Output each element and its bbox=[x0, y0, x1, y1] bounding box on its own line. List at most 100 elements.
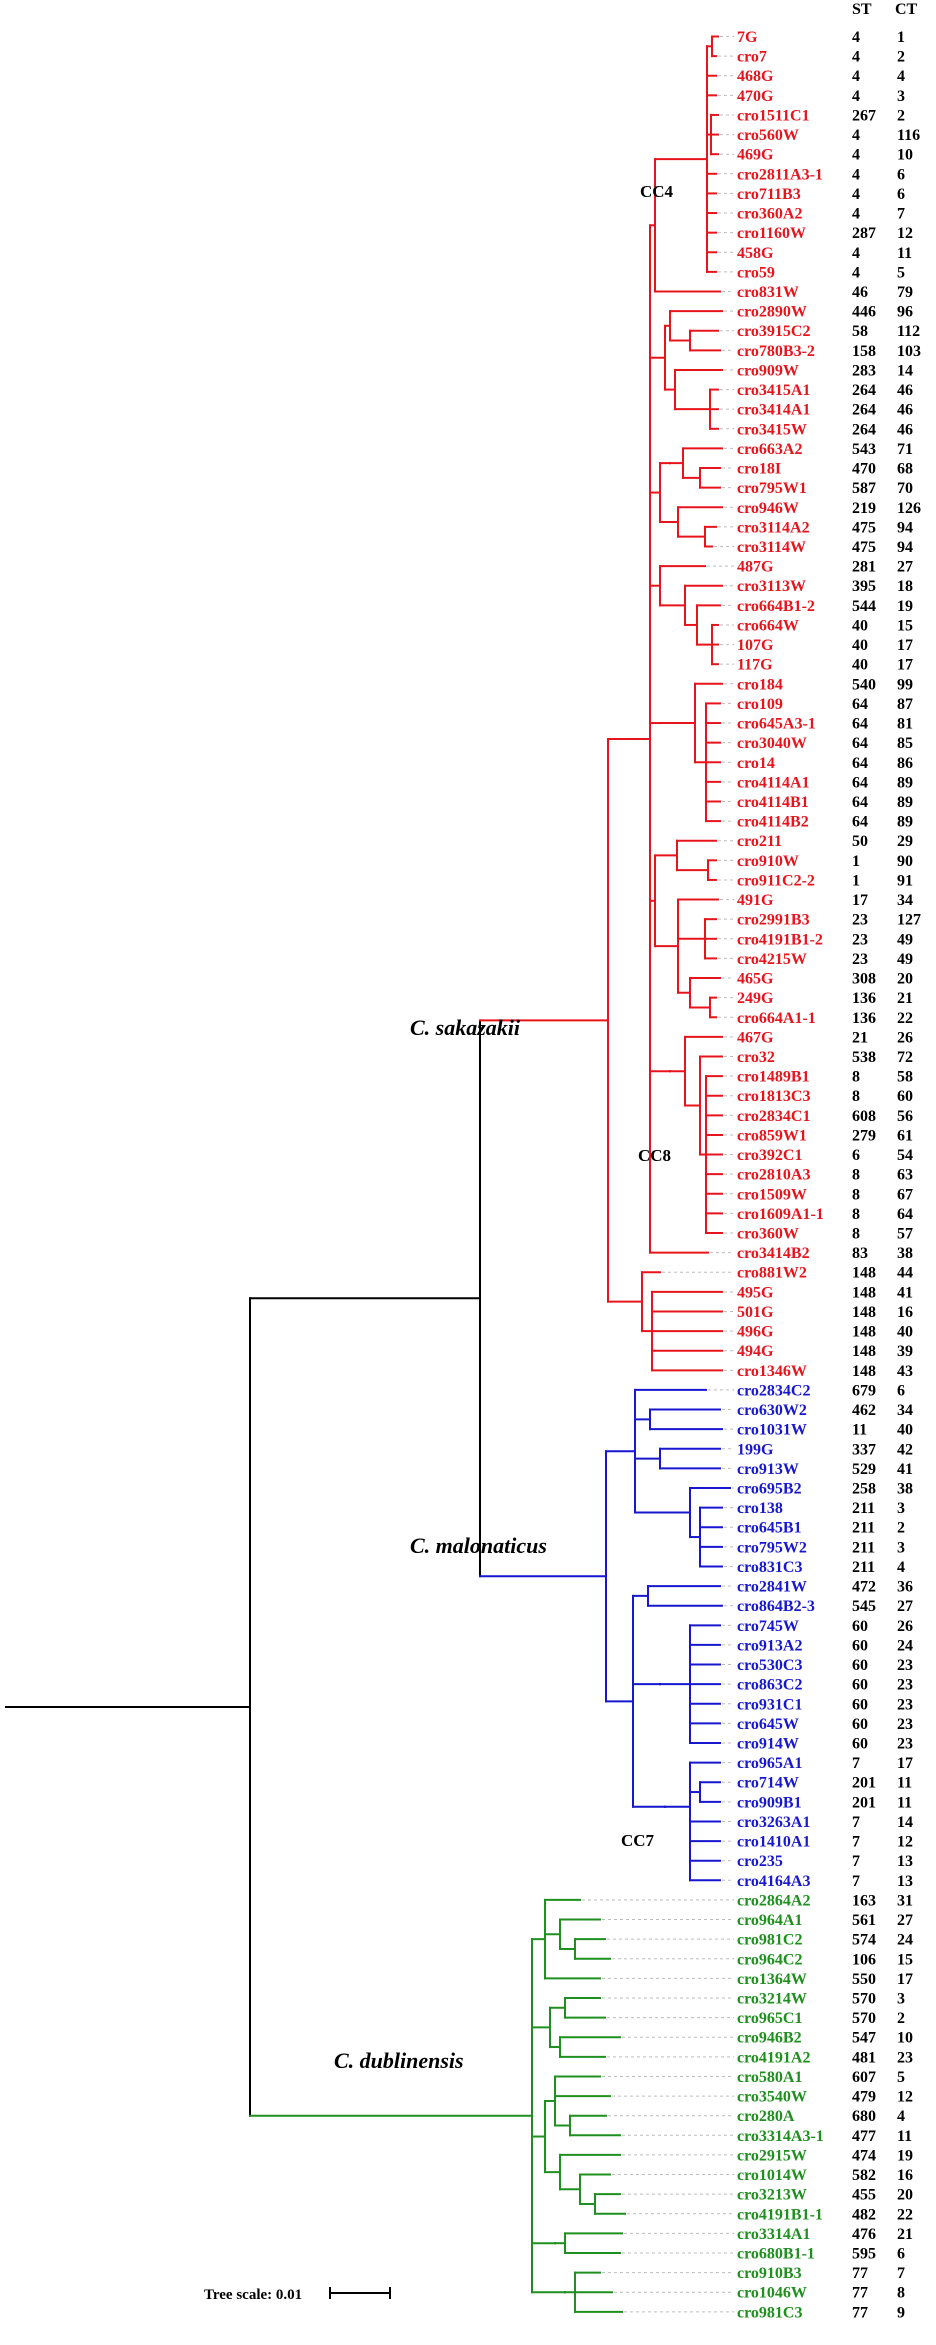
leaf-ct: 54 bbox=[897, 1147, 913, 1164]
leaf-name: cro910B3 bbox=[737, 2265, 802, 2282]
leaf-st: 201 bbox=[852, 1794, 876, 1811]
leaf-name: cro964A1 bbox=[737, 1912, 802, 1929]
leaf-st: 570 bbox=[852, 2010, 876, 2027]
leaf-ct: 14 bbox=[897, 362, 913, 379]
leaf-name: cro909B1 bbox=[737, 1794, 802, 1811]
leaf-st: 8 bbox=[852, 1186, 860, 1203]
leaf-st: 543 bbox=[852, 441, 876, 458]
leaf-name: 496G bbox=[737, 1324, 774, 1341]
leaf-ct: 23 bbox=[897, 1677, 913, 1694]
leaf-name: cro3415A1 bbox=[737, 382, 810, 399]
leaf-st: 1 bbox=[852, 853, 860, 870]
leaf-st: 287 bbox=[852, 225, 876, 242]
leaf-ct: 16 bbox=[897, 1304, 913, 1321]
leaf-name: cro4191B1-2 bbox=[737, 931, 823, 948]
leaf-st: 7 bbox=[852, 1755, 860, 1772]
leaf-ct: 126 bbox=[897, 500, 921, 517]
leaf-ct: 112 bbox=[897, 323, 920, 340]
leaf-st: 472 bbox=[852, 1579, 876, 1596]
leaf-st: 264 bbox=[852, 421, 876, 438]
leaf-name: 199G bbox=[737, 1441, 774, 1458]
leaf-st: 446 bbox=[852, 304, 876, 321]
leaf-name: cro4114B2 bbox=[737, 814, 809, 831]
leaf-st: 529 bbox=[852, 1461, 876, 1478]
leaf-ct: 5 bbox=[897, 2069, 905, 2086]
leaf-ct: 6 bbox=[897, 1382, 905, 1399]
leaf-name: cro946W bbox=[737, 500, 799, 517]
leaf-name: cro392C1 bbox=[737, 1147, 802, 1164]
leaf-st: 136 bbox=[852, 990, 876, 1007]
leaf-ct: 58 bbox=[897, 1069, 913, 1086]
leaf-name: cro2834C1 bbox=[737, 1108, 810, 1125]
leaf-name: cro1509W bbox=[737, 1186, 807, 1203]
leaf-name: cro664W bbox=[737, 617, 799, 634]
leaf-st: 479 bbox=[852, 2089, 876, 2106]
leaf-name: cro184 bbox=[737, 676, 783, 693]
leaf-st: 60 bbox=[852, 1618, 868, 1635]
leaf-name: cro3415W bbox=[737, 421, 807, 438]
leaf-ct: 41 bbox=[897, 1461, 913, 1478]
leaf-st: 475 bbox=[852, 519, 876, 536]
leaf-st: 1 bbox=[852, 872, 860, 889]
leaf-ct: 42 bbox=[897, 1441, 913, 1458]
leaf-st: 23 bbox=[852, 951, 868, 968]
leaf-st: 60 bbox=[852, 1736, 868, 1753]
leaf-ct: 49 bbox=[897, 931, 913, 948]
clade-label-malonaticus: C. malonaticus bbox=[410, 1533, 547, 1558]
leaf-ct: 15 bbox=[897, 1951, 913, 1968]
leaf-ct: 34 bbox=[897, 1402, 913, 1419]
leaf-name: cro3114W bbox=[737, 539, 806, 556]
leaf-st: 148 bbox=[852, 1304, 876, 1321]
leaf-ct: 23 bbox=[897, 1696, 913, 1713]
leaf-ct: 21 bbox=[897, 990, 913, 1007]
leaf-ct: 6 bbox=[897, 2245, 905, 2262]
leaf-name: cro32 bbox=[737, 1049, 775, 1066]
leaf-st: 8 bbox=[852, 1167, 860, 1184]
leaf-name: 458G bbox=[737, 245, 774, 262]
leaf-name: cro795W2 bbox=[737, 1539, 807, 1556]
st-column-header: ST bbox=[852, 1, 872, 18]
leaf-name: cro138 bbox=[737, 1500, 783, 1517]
leaf-st: 337 bbox=[852, 1441, 876, 1458]
leaf-st: 148 bbox=[852, 1343, 876, 1360]
leaf-st: 21 bbox=[852, 1029, 868, 1046]
leaf-ct: 15 bbox=[897, 617, 913, 634]
leaf-st: 475 bbox=[852, 539, 876, 556]
leaf-st: 267 bbox=[852, 107, 876, 124]
leaf-name: cro3915C2 bbox=[737, 323, 810, 340]
leaf-name: cro18I bbox=[737, 461, 781, 478]
leaf-ct: 46 bbox=[897, 421, 913, 438]
leaf-st: 40 bbox=[852, 617, 868, 634]
leaf-st: 64 bbox=[852, 814, 868, 831]
leaf-name: cro863C2 bbox=[737, 1677, 802, 1694]
leaf-name: cro1489B1 bbox=[737, 1069, 810, 1086]
leaf-name: 495G bbox=[737, 1284, 774, 1301]
leaf-st: 281 bbox=[852, 559, 876, 576]
leaf-name: cro911C2-2 bbox=[737, 872, 815, 889]
tree-branches bbox=[5, 35, 731, 2313]
leaf-name: cro931C1 bbox=[737, 1696, 802, 1713]
leaf-ct: 2 bbox=[897, 107, 905, 124]
leaf-st: 4 bbox=[852, 127, 860, 144]
leaf-ct: 22 bbox=[897, 2206, 913, 2223]
leaf-ct: 13 bbox=[897, 1873, 913, 1890]
leaf-st: 77 bbox=[852, 2304, 868, 2321]
leaf-ct: 68 bbox=[897, 461, 913, 478]
leaf-st: 8 bbox=[852, 1206, 860, 1223]
leaf-st: 60 bbox=[852, 1657, 868, 1674]
leaf-ct: 67 bbox=[897, 1186, 913, 1203]
leaf-name: cro3540W bbox=[737, 2089, 807, 2106]
leaf-name: cro360W bbox=[737, 1226, 799, 1243]
leaf-name: cro2991B3 bbox=[737, 912, 810, 929]
leaf-ct: 46 bbox=[897, 402, 913, 419]
leaf-st: 211 bbox=[852, 1520, 875, 1537]
leaf-name: cro2890W bbox=[737, 304, 807, 321]
leaf-name: cro4164A3 bbox=[737, 1873, 810, 1890]
leaf-st: 40 bbox=[852, 657, 868, 674]
leaf-st: 148 bbox=[852, 1363, 876, 1380]
leaf-name: cro909W bbox=[737, 362, 799, 379]
leaf-ct: 23 bbox=[897, 2049, 913, 2066]
leaf-st: 60 bbox=[852, 1637, 868, 1654]
leaf-name: 491G bbox=[737, 892, 774, 909]
leaf-ct: 7 bbox=[897, 206, 905, 223]
